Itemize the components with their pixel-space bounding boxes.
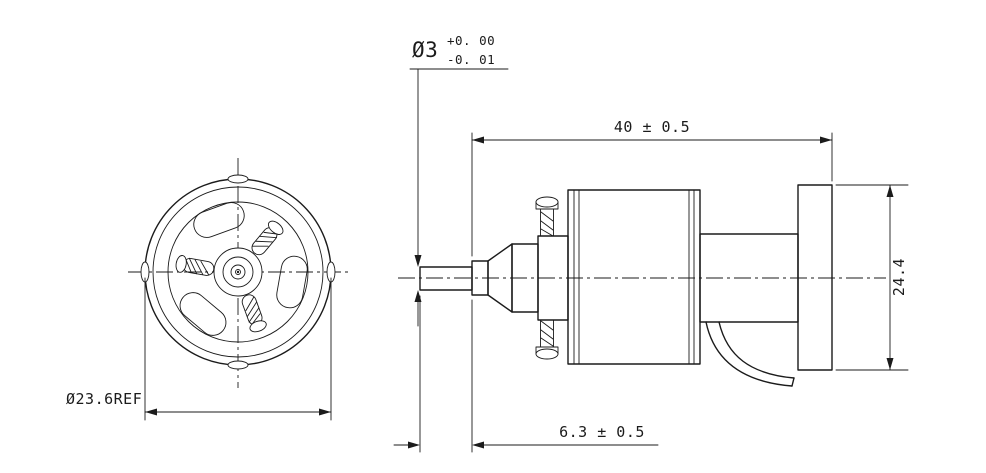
shaft-tolerance-lower-label: -0. 01 xyxy=(447,52,495,67)
front-diameter-label: Ø23.6REF xyxy=(66,390,142,408)
shaft-tolerance-upper-label: +0. 00 xyxy=(447,33,495,48)
rotor-cutouts xyxy=(179,202,308,336)
front-view: Ø23.6REF xyxy=(66,158,348,421)
quadrant-mark-bottom xyxy=(227,360,249,370)
motor-wire xyxy=(705,321,795,387)
rotor-screw xyxy=(241,294,267,333)
motor-bell xyxy=(567,189,701,365)
rotor-screw xyxy=(175,255,215,276)
set-screw-bottom xyxy=(535,319,559,360)
flange-height-label: 24.4 xyxy=(890,258,908,296)
front-diameter-dimension: Ø23.6REF xyxy=(66,277,332,421)
shaft-length-dimension: 6.3 ± 0.5 xyxy=(393,295,659,453)
hub-circles xyxy=(213,247,263,297)
overall-length-dimension: 40 ± 0.5 xyxy=(471,118,833,257)
rim-circle xyxy=(152,186,324,358)
rotor-cutout xyxy=(193,202,245,238)
overall-length-label: 40 ± 0.5 xyxy=(614,118,690,136)
shaft xyxy=(419,266,473,291)
quadrant-marks xyxy=(140,174,336,370)
shaft-diameter-dimension: Ø3 +0. 00 -0. 01 xyxy=(409,33,509,327)
mounting-flange xyxy=(797,184,833,371)
side-view: 40 ± 0.5 Ø3 +0. 00 -0. 01 24.4 6.3 ± 0 xyxy=(393,33,909,453)
shaft-length-label: 6.3 ± 0.5 xyxy=(559,423,645,441)
rotor-cutout xyxy=(179,292,227,336)
rotor-screw xyxy=(251,220,284,256)
set-screw-top xyxy=(535,196,559,237)
rotor-cutout xyxy=(276,255,308,309)
face-circle xyxy=(167,201,309,343)
quadrant-mark-top xyxy=(227,174,249,184)
flange-height-dimension: 24.4 xyxy=(835,184,909,371)
shaft-diameter-label: Ø3 xyxy=(412,38,438,62)
rotor-screws xyxy=(175,220,284,333)
